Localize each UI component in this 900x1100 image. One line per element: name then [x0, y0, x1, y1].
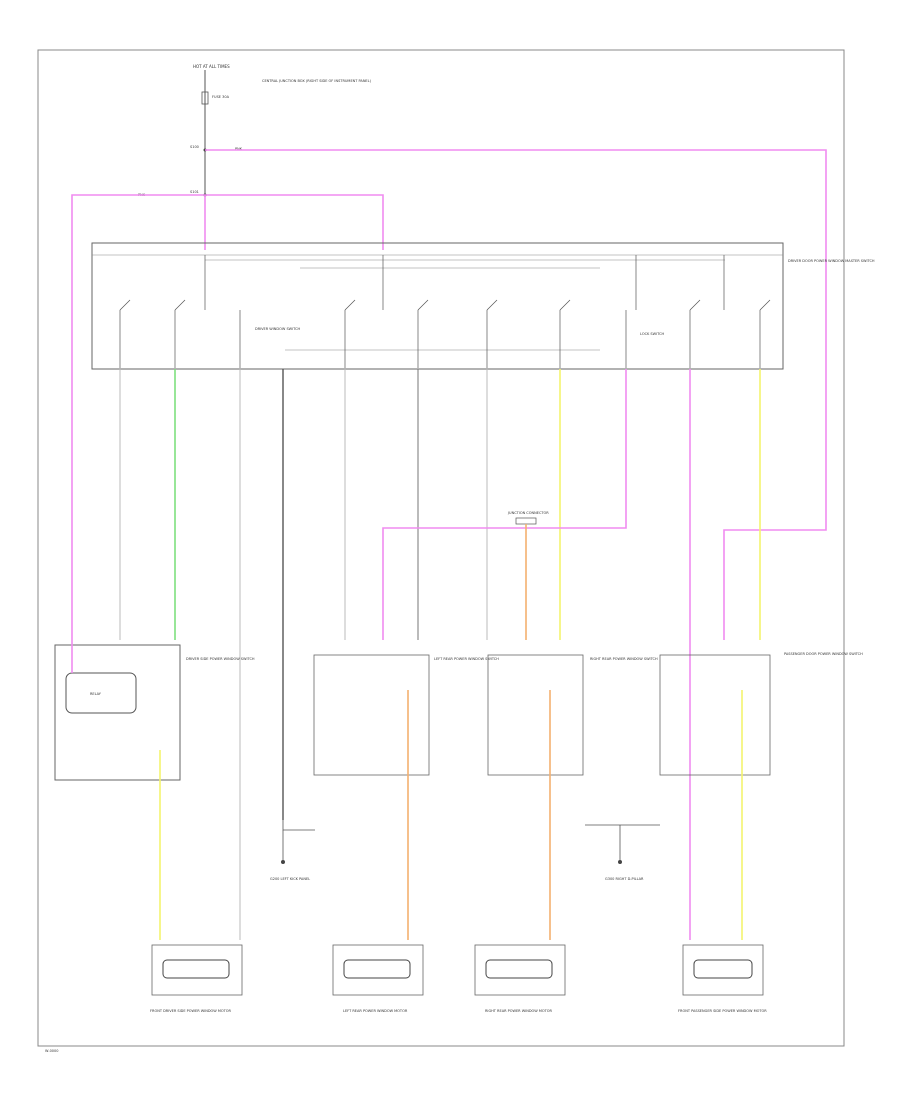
pink-feed-wires [71, 149, 827, 640]
passenger-switch: PASSENGER DOOR POWER WINDOW SWITCH [659, 652, 863, 940]
master-switch-box [91, 242, 784, 370]
relay-label: RELAY [90, 692, 102, 696]
vertical-wires [119, 369, 761, 940]
splice-label: S100 [190, 145, 199, 149]
junction-connector: JUNCTION CONNECTOR [507, 511, 549, 640]
wire-color-label: PNK [235, 147, 243, 151]
left-rear-switch: LEFT REAR POWER WINDOW SWITCH [313, 654, 499, 940]
ground-right-label: G300 RIGHT D-PILLAR [605, 877, 644, 881]
motor-2-label: LEFT REAR POWER WINDOW MOTOR [343, 1009, 408, 1013]
right-rear-switch-label: RIGHT REAR POWER WINDOW SWITCH [590, 657, 658, 661]
central-junction-label: CENTRAL JUNCTION BOX (RIGHT SIDE OF INST… [262, 79, 372, 83]
motor-2: LEFT REAR POWER WINDOW MOTOR [332, 944, 424, 1013]
fuse-symbol [201, 91, 209, 105]
lock-switch-label: LOCK SWITCH [640, 332, 665, 336]
driver-window-switch-label: DRIVER WINDOW SWITCH [255, 327, 301, 331]
left-rear-switch-label: LEFT REAR POWER WINDOW SWITCH [434, 657, 499, 661]
driver-side-switch: RELAY DRIVER SIDE POWER WINDOW SWITCH [54, 640, 255, 940]
footer-label: W-0000 [45, 1049, 59, 1053]
driver-side-switch-label: DRIVER SIDE POWER WINDOW SWITCH [186, 657, 255, 661]
diagram-border [37, 49, 845, 1047]
pink-wire-mid [205, 194, 384, 250]
wire-pink [382, 369, 627, 640]
right-rear-switch: RIGHT REAR POWER WINDOW SWITCH [487, 654, 658, 940]
master-switch-label: DRIVER DOOR POWER WINDOW MASTER SWITCH [788, 259, 875, 263]
junction-connector-label: JUNCTION CONNECTOR [507, 511, 549, 515]
hot-label: HOT AT ALL TIMES [193, 64, 230, 69]
pink-wire-left [71, 194, 205, 640]
relay-box [65, 672, 137, 714]
motor-4-label: FRONT PASSENGER SIDE POWER WINDOW MOTOR [678, 1009, 767, 1013]
ground-symbol [618, 860, 622, 864]
power-feed: HOT AT ALL TIMES CENTRAL JUNCTION BOX (R… [138, 64, 372, 250]
ground-left-label: G200 LEFT KICK PANEL [270, 877, 310, 881]
pink-wire-right [205, 149, 827, 640]
fuse-label: FUSE 30A [212, 95, 230, 99]
splice-label: S101 [190, 190, 199, 194]
motor-4: FRONT PASSENGER SIDE POWER WINDOW MOTOR [678, 944, 767, 1013]
motor-3: RIGHT REAR POWER WINDOW MOTOR [474, 944, 566, 1013]
motor-3-label: RIGHT REAR POWER WINDOW MOTOR [485, 1009, 553, 1013]
motor-1: FRONT DRIVER SIDE POWER WINDOW MOTOR [150, 944, 243, 1013]
motor-1-label: FRONT DRIVER SIDE POWER WINDOW MOTOR [150, 1009, 232, 1013]
grounds: G200 LEFT KICK PANEL G300 RIGHT D-PILLAR [270, 820, 660, 881]
master-switch: DRIVER DOOR POWER WINDOW MASTER SWITCH L… [91, 242, 875, 370]
ground-symbol [281, 860, 285, 864]
passenger-switch-label: PASSENGER DOOR POWER WINDOW SWITCH [784, 652, 863, 656]
